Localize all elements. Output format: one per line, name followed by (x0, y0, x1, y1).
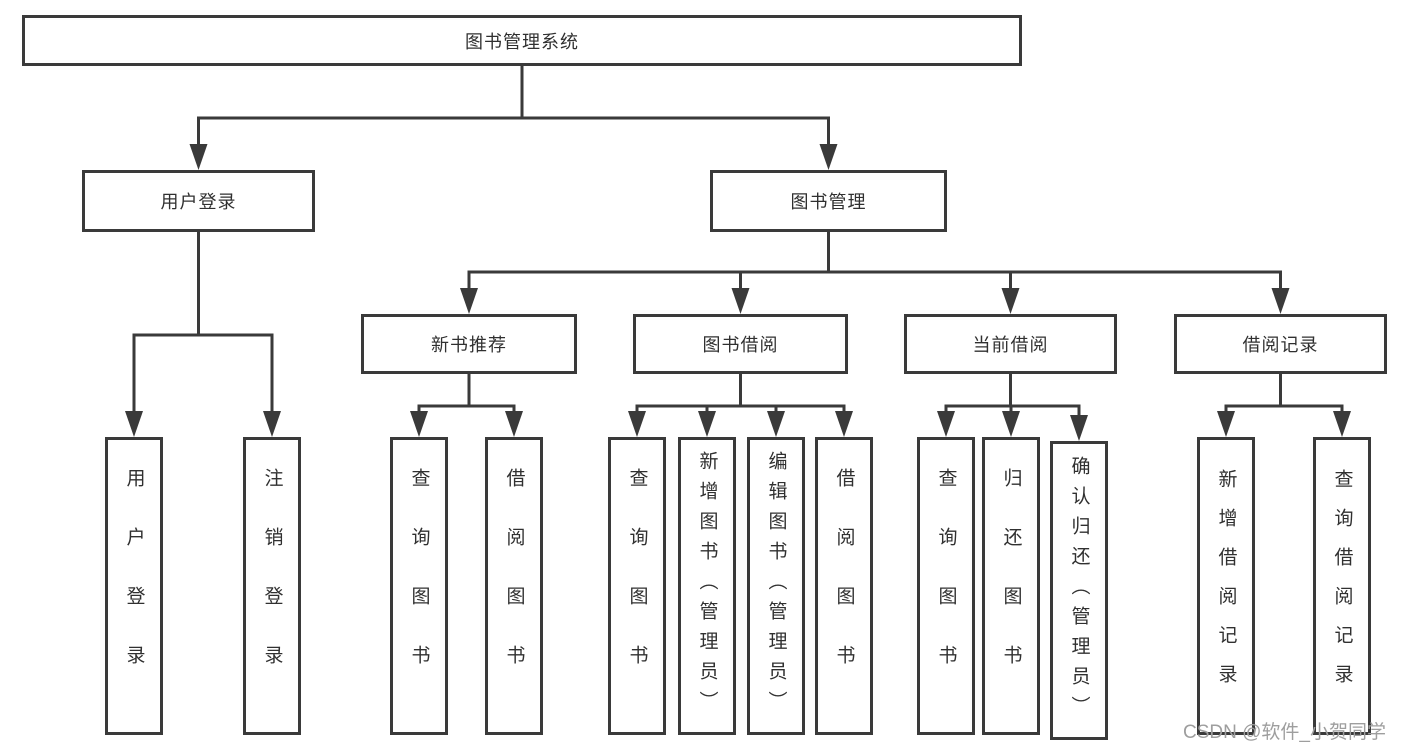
arrowhead (1002, 411, 1020, 437)
arrowhead (125, 411, 143, 437)
node-borrow-records: 借阅记录 (1174, 314, 1387, 374)
arrowhead (410, 411, 428, 437)
node-label: 图书管理系统 (465, 31, 579, 52)
node-book-management: 图书管理 (710, 170, 947, 232)
arrowhead (1333, 411, 1351, 437)
leaf-borrow-books: 借阅图书 (485, 437, 543, 735)
leaf-return-books: 归还图书 (982, 437, 1040, 735)
node-label: 当前借阅 (972, 335, 1049, 355)
node-current-borrow: 当前借阅 (904, 314, 1117, 374)
leaf-user-login: 用户登录 (105, 437, 163, 735)
leaf-borrow-books: 借阅图书 (815, 437, 873, 735)
watermark: CSDN @软件_小贺同学 (1183, 722, 1386, 743)
leaf-edit-books-admin: 编辑图书（管理员） (747, 437, 805, 735)
arrowhead (937, 411, 955, 437)
node-label: 查询借阅记录 (1331, 469, 1353, 703)
arrowhead (1271, 288, 1290, 314)
arrowhead (1217, 411, 1235, 437)
arrowhead (505, 411, 523, 437)
leaf-add-borrow-record: 新增借阅记录 (1197, 437, 1255, 735)
node-label: 新增借阅记录 (1215, 469, 1237, 703)
leaf-logout: 注销登录 (243, 437, 301, 735)
arrowhead (1001, 288, 1020, 314)
node-label: 查询图书 (408, 468, 430, 704)
node-label: 借阅记录 (1242, 335, 1319, 355)
node-label: 借阅图书 (833, 468, 855, 704)
leaf-confirm-return-admin: 确认归还（管理员） (1050, 441, 1108, 740)
node-label: 用户登录 (123, 468, 145, 704)
node-label: 查询图书 (626, 468, 648, 704)
node-label: 编辑图书（管理员） (765, 451, 787, 721)
arrowhead (698, 411, 716, 437)
node-label: 注销登录 (261, 468, 283, 704)
arrowhead (731, 288, 750, 314)
leaf-add-books-admin: 新增图书（管理员） (678, 437, 736, 735)
node-label: 用户登录 (160, 192, 237, 212)
arrowhead (263, 411, 281, 437)
node-label: 图书管理 (790, 192, 867, 212)
leaf-query-books: 查询图书 (608, 437, 666, 735)
node-label: 新书推荐 (431, 335, 507, 355)
node-label: 查询图书 (935, 468, 957, 704)
node-book-borrow: 图书借阅 (633, 314, 848, 374)
arrowhead (819, 144, 838, 170)
node-label: 借阅图书 (503, 468, 525, 704)
arrowhead (189, 144, 208, 170)
leaf-query-books: 查询图书 (390, 437, 448, 735)
node-label: 图书借阅 (702, 335, 779, 355)
arrowhead (460, 288, 478, 314)
node-label: 确认归还（管理员） (1068, 455, 1090, 726)
arrowhead (767, 411, 785, 437)
node-new-book-recommend: 新书推荐 (361, 314, 577, 374)
leaf-query-books: 查询图书 (917, 437, 975, 735)
node-user-login: 用户登录 (82, 170, 315, 232)
node-root-system: 图书管理系统 (22, 15, 1022, 66)
leaf-query-borrow-record: 查询借阅记录 (1313, 437, 1371, 735)
arrowhead (1070, 415, 1088, 441)
arrowhead (628, 411, 646, 437)
arrowhead (835, 411, 853, 437)
node-label: 新增图书（管理员） (696, 451, 718, 721)
node-label: 归还图书 (1000, 468, 1022, 704)
